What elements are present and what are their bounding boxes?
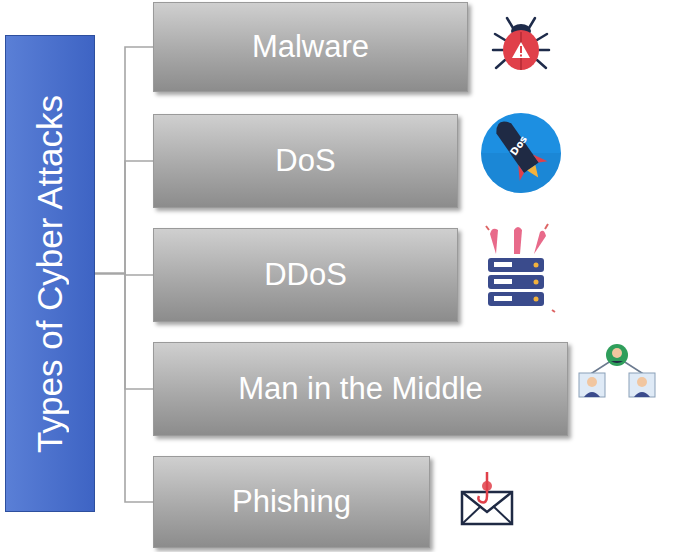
category-title: Types of Cyber Attacks [30,95,70,453]
attack-box: Malware [153,2,468,92]
attack-name: DoS [275,143,335,179]
attack-box: DoS [153,114,458,208]
server-icon [486,224,555,312]
branch-connector [95,47,153,274]
attack-name: DDoS [264,257,347,293]
branch-connector [95,274,153,390]
attack-box: Phishing [153,456,430,548]
attack-name: Phishing [232,484,351,520]
category-bar: Types of Cyber Attacks [5,35,95,512]
attack-box: Man in the Middle [153,342,568,436]
attack-name: Malware [252,29,369,65]
rocket-icon [481,113,561,193]
bug-icon [493,18,549,70]
envelope-icon [462,472,512,524]
branch-connector [95,274,153,503]
attack-name: Man in the Middle [238,371,483,407]
icon-label: Dos [508,134,529,158]
attack-box: DDoS [153,228,458,322]
branch-connector [95,161,153,274]
mitm-icon [579,344,655,397]
